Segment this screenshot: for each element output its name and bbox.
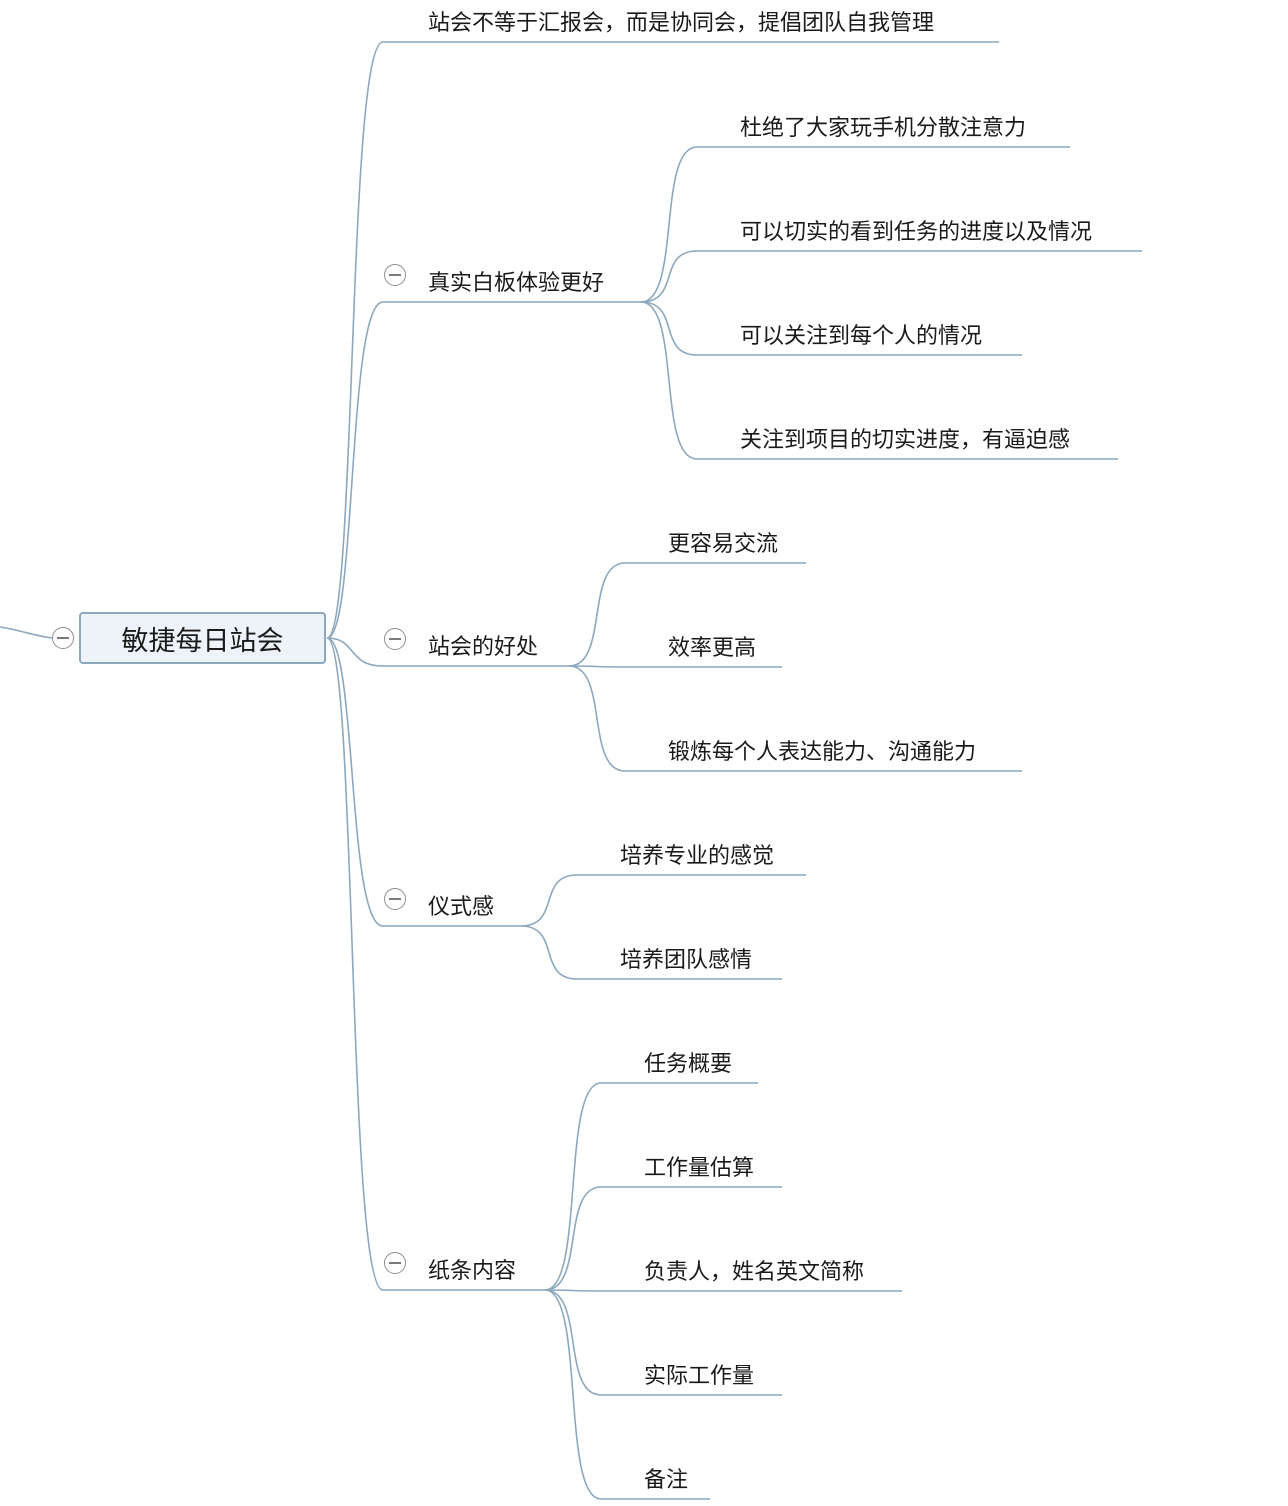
root-node[interactable]: 敏捷每日站会 bbox=[79, 612, 326, 664]
branch-edge-1 bbox=[326, 301, 384, 639]
child-node-1-1[interactable]: 可以切实的看到任务的进度以及情况 bbox=[740, 220, 1093, 245]
child-edge-2-0 bbox=[568, 562, 626, 667]
child-edge-1-2 bbox=[640, 301, 698, 356]
child-edge-3-1 bbox=[520, 925, 578, 980]
branch-edge-0 bbox=[326, 41, 384, 639]
branch-edge-4 bbox=[326, 637, 384, 1291]
branch-1-collapse-toggle-icon[interactable] bbox=[384, 264, 406, 286]
branch-node-2[interactable]: 站会的好处 bbox=[428, 635, 539, 660]
child-edge-1-0 bbox=[640, 146, 698, 303]
child-node-2-0[interactable]: 更容易交流 bbox=[668, 532, 779, 557]
child-edge-3-0 bbox=[520, 874, 578, 927]
child-edge-1-3 bbox=[640, 301, 698, 460]
child-edge-1-1 bbox=[640, 250, 698, 303]
branch-3-collapse-toggle-icon[interactable] bbox=[384, 888, 406, 910]
child-node-4-3[interactable]: 实际工作量 bbox=[644, 1364, 755, 1389]
branch-edge-2 bbox=[326, 637, 384, 667]
child-node-3-0[interactable]: 培养专业的感觉 bbox=[620, 844, 775, 869]
incoming-edge bbox=[0, 626, 53, 639]
child-node-1-3[interactable]: 关注到项目的切实进度，有逼迫感 bbox=[740, 428, 1071, 453]
child-node-3-1[interactable]: 培养团队感情 bbox=[620, 948, 753, 973]
branch-4-collapse-toggle-icon[interactable] bbox=[384, 1252, 406, 1274]
child-edge-4-2 bbox=[544, 1289, 602, 1292]
child-node-4-1[interactable]: 工作量估算 bbox=[644, 1156, 755, 1181]
branch-node-0[interactable]: 站会不等于汇报会，而是协同会，提倡团队自我管理 bbox=[428, 11, 935, 36]
child-node-2-2[interactable]: 锻炼每个人表达能力、沟通能力 bbox=[668, 740, 977, 765]
branch-node-3[interactable]: 仪式感 bbox=[428, 895, 495, 920]
child-edge-2-2 bbox=[568, 665, 626, 772]
child-node-1-0[interactable]: 杜绝了大家玩手机分散注意力 bbox=[740, 116, 1027, 141]
child-node-4-4[interactable]: 备注 bbox=[644, 1468, 689, 1493]
branch-2-collapse-toggle-icon[interactable] bbox=[384, 628, 406, 650]
child-edge-4-1 bbox=[544, 1186, 602, 1291]
child-edge-4-3 bbox=[544, 1289, 602, 1396]
root-collapse-toggle-icon[interactable] bbox=[52, 627, 74, 649]
child-node-4-0[interactable]: 任务概要 bbox=[644, 1052, 733, 1077]
child-edge-4-0 bbox=[544, 1082, 602, 1291]
root-node-label: 敏捷每日站会 bbox=[121, 625, 284, 657]
child-node-1-2[interactable]: 可以关注到每个人的情况 bbox=[740, 324, 983, 349]
child-node-4-2[interactable]: 负责人，姓名英文简称 bbox=[644, 1260, 865, 1285]
branch-node-1[interactable]: 真实白板体验更好 bbox=[428, 271, 605, 296]
child-node-2-1[interactable]: 效率更高 bbox=[668, 636, 757, 661]
child-edge-4-4 bbox=[544, 1289, 602, 1500]
branch-edge-3 bbox=[326, 637, 384, 927]
branch-node-4[interactable]: 纸条内容 bbox=[428, 1259, 517, 1284]
child-edge-2-1 bbox=[568, 665, 626, 668]
